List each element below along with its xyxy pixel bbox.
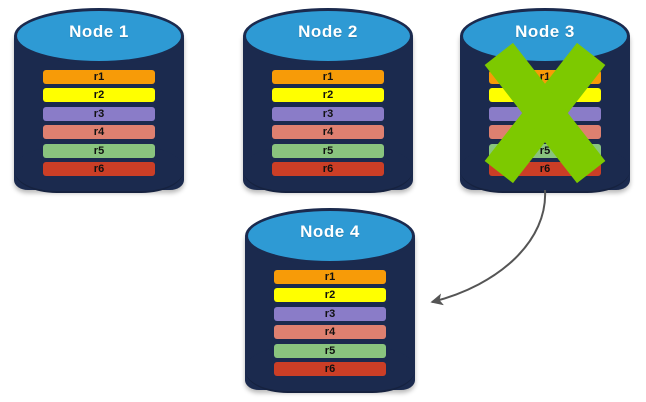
record-row: r4	[43, 125, 155, 140]
record-row: r3	[272, 106, 384, 121]
record-row: r5	[272, 143, 384, 158]
record-row: r3	[43, 106, 155, 121]
record-row-list: r1 r2 r3 r4 r5 r6	[272, 70, 384, 176]
record-row: r6	[274, 361, 386, 376]
record-row: r6	[272, 161, 384, 176]
record-row: r6	[43, 161, 155, 176]
record-row: r2	[272, 88, 384, 103]
record-row: r6	[489, 161, 601, 176]
arrow-path	[430, 189, 547, 306]
record-row: r4	[489, 125, 601, 140]
record-row: r1	[274, 270, 386, 284]
record-row-list: r1 r2 r3 r4 r5 r6	[274, 270, 386, 376]
record-row: r4	[274, 325, 386, 340]
cylinder-top	[460, 8, 630, 64]
record-row: r3	[274, 306, 386, 321]
record-row-list: r1 r2 r3 r4 r5 r6	[43, 70, 155, 176]
record-row: r2	[43, 88, 155, 103]
cylinder-top	[243, 8, 413, 64]
record-row: r5	[489, 143, 601, 158]
record-row: r2	[489, 88, 601, 103]
record-row: r1	[272, 70, 384, 84]
record-row: r5	[43, 143, 155, 158]
record-row: r5	[274, 343, 386, 358]
record-row: r4	[272, 125, 384, 140]
record-row: r2	[274, 288, 386, 303]
record-row: r1	[43, 70, 155, 84]
record-row: r3	[489, 106, 601, 121]
cylinder-top	[14, 8, 184, 64]
cylinder-top	[245, 208, 415, 264]
record-row: r1	[489, 70, 601, 84]
record-row-list: r1 r2 r3 r4 r5 r6	[489, 70, 601, 176]
